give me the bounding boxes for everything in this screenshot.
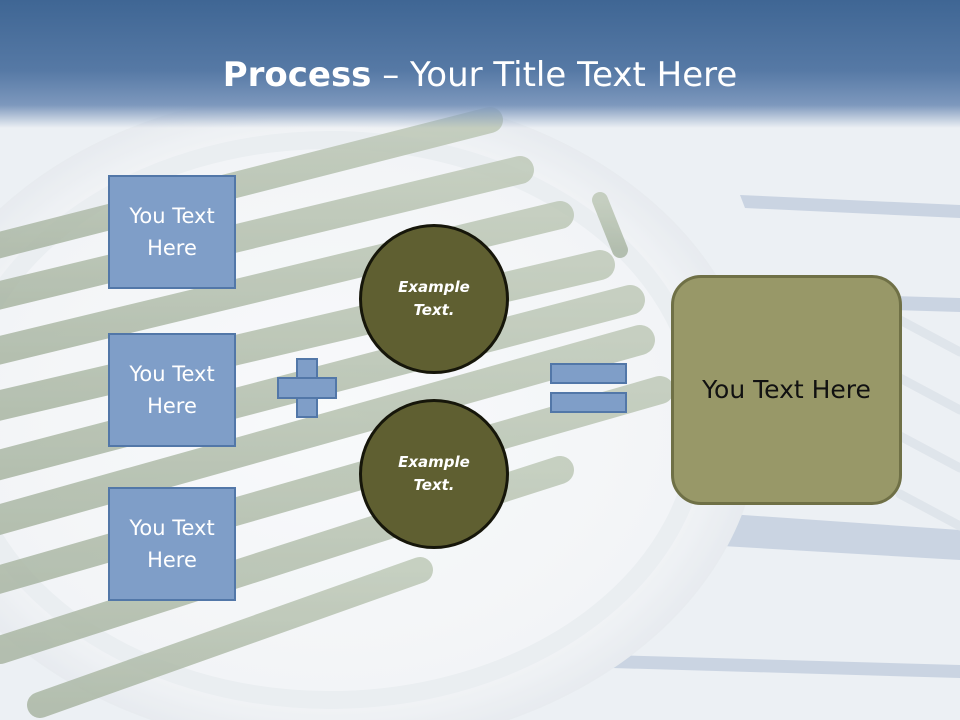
text-box-3[interactable]: You Text Here xyxy=(108,487,236,601)
example-circle-2-label: Example Text. xyxy=(398,453,470,494)
title-bar xyxy=(0,0,960,128)
text-box-3-label: You Text Here xyxy=(129,516,215,572)
text-box-2-label: You Text Here xyxy=(129,362,215,418)
example-circle-1[interactable]: Example Text. xyxy=(359,224,509,374)
equals-icon-top-bar xyxy=(550,363,627,384)
result-box[interactable]: You Text Here xyxy=(671,275,902,505)
equals-icon-bottom-bar xyxy=(550,392,627,413)
plus-icon-center xyxy=(298,379,316,397)
example-circle-2[interactable]: Example Text. xyxy=(359,399,509,549)
text-box-1-label: You Text Here xyxy=(129,204,215,260)
fork xyxy=(895,315,960,531)
title-bold: Process xyxy=(222,55,372,95)
text-box-2[interactable]: You Text Here xyxy=(108,333,236,447)
text-box-1[interactable]: You Text Here xyxy=(108,175,236,289)
result-box-label: You Text Here xyxy=(702,375,871,404)
title-rest: – Your Title Text Here xyxy=(371,55,738,95)
example-circle-1-label: Example Text. xyxy=(398,278,470,319)
slide-title: Process – Your Title Text Here xyxy=(0,52,960,98)
